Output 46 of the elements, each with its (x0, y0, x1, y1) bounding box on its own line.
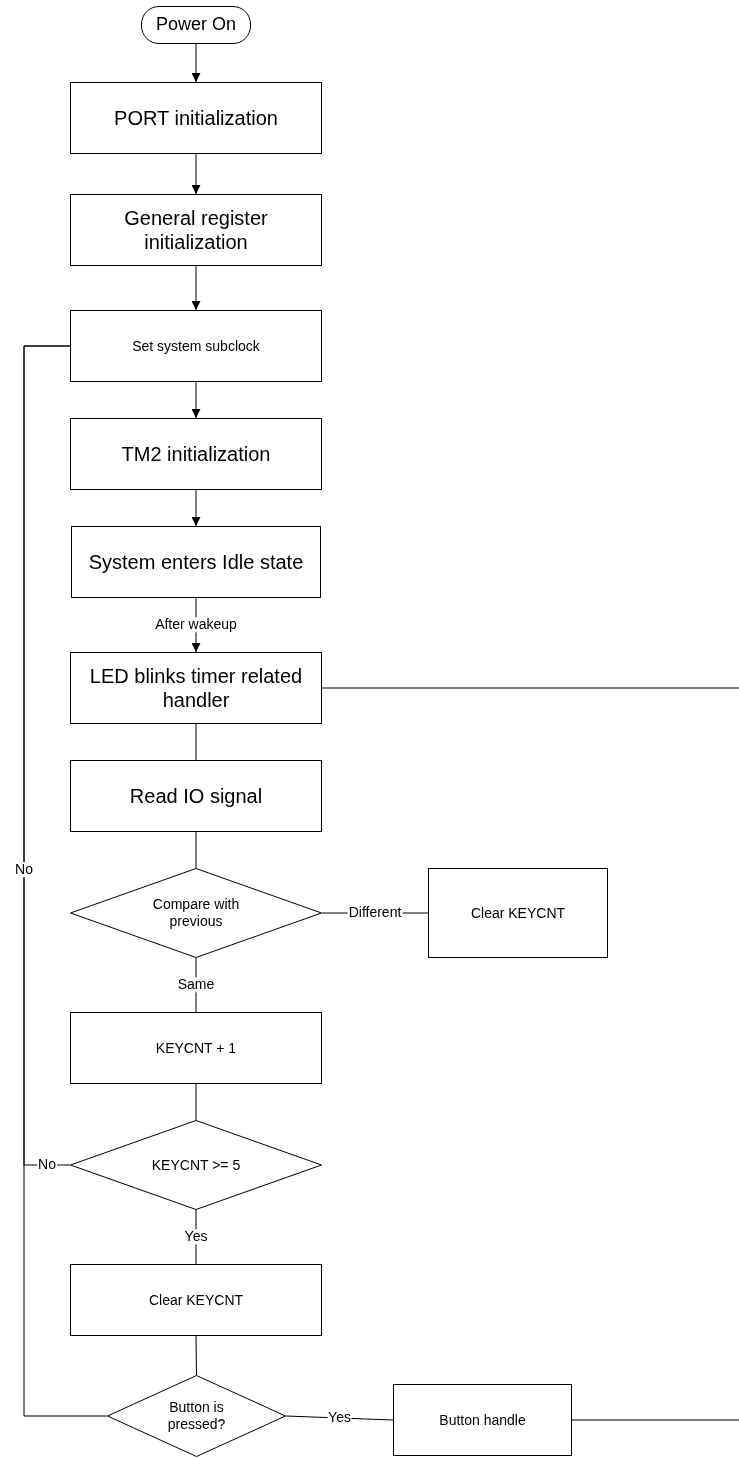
process-box (393, 1384, 572, 1456)
node-text: Button is pressed? (166, 1399, 227, 1433)
decision-diamond (107, 1375, 286, 1457)
node-text: TM2 initialization (121, 442, 271, 466)
node-text: General register initialization (123, 206, 269, 254)
decision-diamond (70, 868, 322, 958)
node-text: KEYCNT + 1 (155, 1039, 237, 1057)
node-text: Power On (155, 14, 236, 36)
process-box (70, 418, 322, 490)
node-text: Compare with previous (151, 896, 241, 930)
connector-line (321, 687, 739, 689)
edge-label: No (14, 862, 34, 878)
node-text: KEYCNT >= 5 (151, 1156, 241, 1174)
node-text: Clear KEYCNT (148, 1291, 244, 1309)
terminal-shape (141, 6, 251, 44)
decision-diamond (70, 1120, 322, 1210)
node-text: Set system subclock (132, 337, 260, 355)
arrow (191, 43, 201, 83)
edge-label: Yes (183, 1229, 209, 1245)
connector-line (195, 831, 197, 869)
process-box (71, 526, 321, 598)
arrow (191, 265, 201, 311)
node-text: PORT initialization (114, 106, 278, 130)
arrow (191, 489, 201, 527)
node-text: Read IO signal (129, 784, 263, 808)
process-box (70, 82, 322, 154)
node-text: System enters Idle state (88, 550, 304, 574)
process-box (428, 868, 608, 958)
connector-line (23, 345, 108, 1417)
process-box (70, 652, 322, 724)
connector-line (571, 1419, 739, 1421)
connector-line (195, 1335, 197, 1376)
process-box (70, 1264, 322, 1336)
arrow (191, 153, 201, 195)
edge-label: After wakeup (154, 617, 238, 633)
process-box (70, 194, 322, 266)
process-box (70, 310, 322, 382)
connector-line (195, 723, 197, 761)
connector-line (195, 1083, 197, 1121)
arrow (191, 381, 201, 419)
node-text: Clear KEYCNT (470, 904, 566, 922)
process-box (70, 760, 322, 832)
process-box (70, 1012, 322, 1084)
edge-label: Same (176, 977, 216, 993)
node-text: LED blinks timer related handler (88, 664, 304, 712)
node-text: Button handle (439, 1411, 526, 1429)
